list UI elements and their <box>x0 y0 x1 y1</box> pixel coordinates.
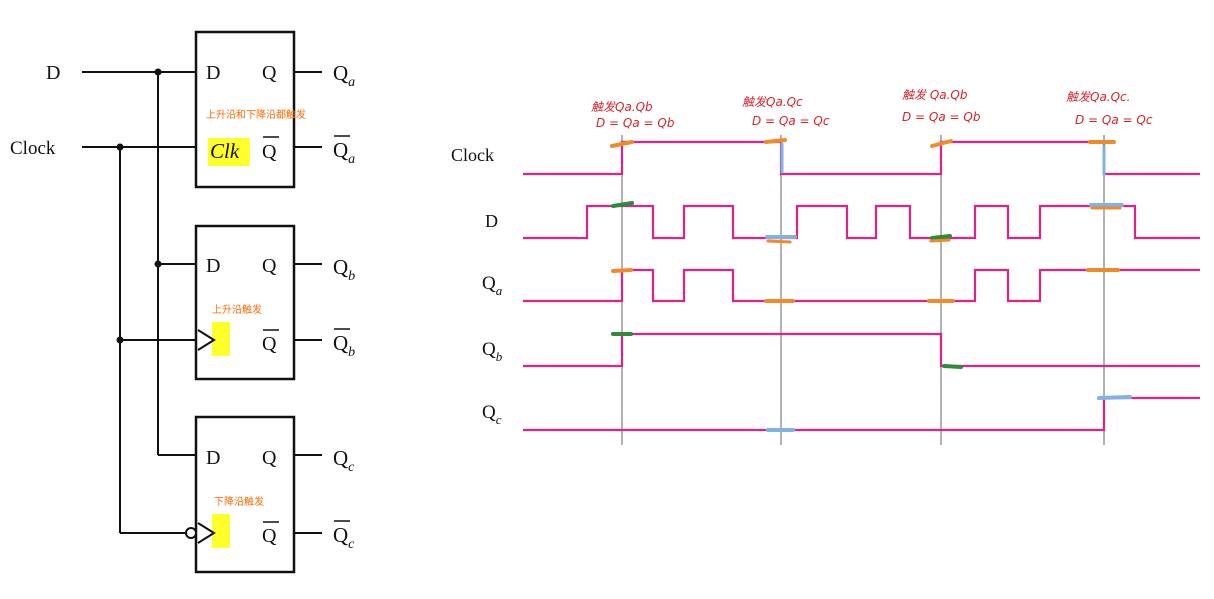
junction-dot <box>116 336 124 344</box>
annotation-2-line2: D = Qa = Qc <box>752 114 830 128</box>
signal-label-qa: Qa <box>482 273 503 298</box>
handwritten-annotations: 触发Qa.Qb D = Qa = Qb 触发Qa.Qc D = Qa = Qc … <box>591 88 1153 130</box>
clock-triangle-icon <box>197 522 216 544</box>
ff-c-pin-d: D <box>206 447 220 469</box>
input-d-label: D <box>46 62 60 84</box>
highlight-marker <box>208 138 250 166</box>
annotation-3-line1: 触发 Qa.Qb <box>902 88 968 102</box>
annotation-4-line2: D = Qa = Qc <box>1075 113 1153 127</box>
input-clock-label: Clock <box>10 138 56 159</box>
ff-b-pin-qbar: Q <box>262 333 277 355</box>
ff-b-note: 上升沿触发 <box>212 303 262 316</box>
waveform-clock <box>523 140 1200 176</box>
ff-b-out-q: Qb <box>333 255 355 284</box>
flipflop-c: D Q Q 下降沿触发 Qc Qc <box>185 415 355 574</box>
inverter-bubble-icon <box>185 527 197 539</box>
highlight-marker <box>212 322 230 356</box>
ff-a-pin-q: Q <box>262 62 277 84</box>
flipflop-box <box>194 415 296 574</box>
ff-a-out-q: Qa <box>333 61 355 90</box>
clock-triangle-icon <box>197 329 216 351</box>
signal-label-clock: Clock <box>451 145 494 165</box>
ff-b-pin-q: Q <box>262 255 277 277</box>
ff-c-out-qbar: Qc <box>333 523 355 552</box>
ff-c-pin-qbar: Q <box>262 525 277 547</box>
waveform-d <box>523 204 1200 240</box>
flipflop-box <box>194 30 296 189</box>
ff-c-note: 下降沿触发 <box>214 495 264 508</box>
junction-dot <box>154 260 162 268</box>
annotation-4-line1: 触发Qa.Qc. <box>1066 90 1130 104</box>
ff-b-out-qbar: Qb <box>333 331 355 360</box>
signal-label-qb: Qb <box>482 339 503 364</box>
ff-c-out-q: Qc <box>333 446 355 475</box>
clock-wires <box>82 146 196 534</box>
waveform-qc <box>523 396 1200 432</box>
timing-diagram: Clock D Qa Qb Qc <box>451 88 1200 445</box>
signal-label-qc: Qc <box>482 402 502 427</box>
annotation-1-line1: 触发Qa.Qb <box>591 100 653 114</box>
ff-a-out-qbar: Qa <box>333 138 355 167</box>
flipflop-b: D Q Q 上升沿触发 Qb Qb <box>194 224 355 381</box>
annotation-1-line2: D = Qa = Qb <box>596 116 675 130</box>
waveform-qb <box>523 332 1200 368</box>
ff-a-pin-d: D <box>206 62 220 84</box>
highlight-marker <box>212 514 230 548</box>
waveforms <box>523 140 1200 432</box>
signal-label-d: D <box>485 211 498 231</box>
annotation-3-line2: D = Qa = Qb <box>902 110 981 124</box>
d-wires <box>82 71 196 456</box>
ff-a-clk-label: Clk <box>210 139 240 163</box>
junction-dot <box>116 143 124 151</box>
ff-a-pin-qbar: Q <box>262 141 277 163</box>
waveform-qa <box>523 268 1200 303</box>
edge-gridlines <box>621 135 1105 445</box>
circuit-schematic: D Clock D Q Q Clk 上升沿和下降沿都 <box>10 30 355 574</box>
ff-b-pin-d: D <box>206 255 220 277</box>
flipflop-a: D Q Q Clk 上升沿和下降沿都触发 Qa Qa <box>194 30 355 189</box>
edge-markers <box>610 138 1132 432</box>
flipflop-box <box>194 224 296 381</box>
annotation-2-line1: 触发Qa.Qc <box>742 95 803 109</box>
ff-a-note: 上升沿和下降沿都触发 <box>206 108 306 121</box>
junction-dot <box>154 68 162 76</box>
ff-c-pin-q: Q <box>262 447 277 469</box>
